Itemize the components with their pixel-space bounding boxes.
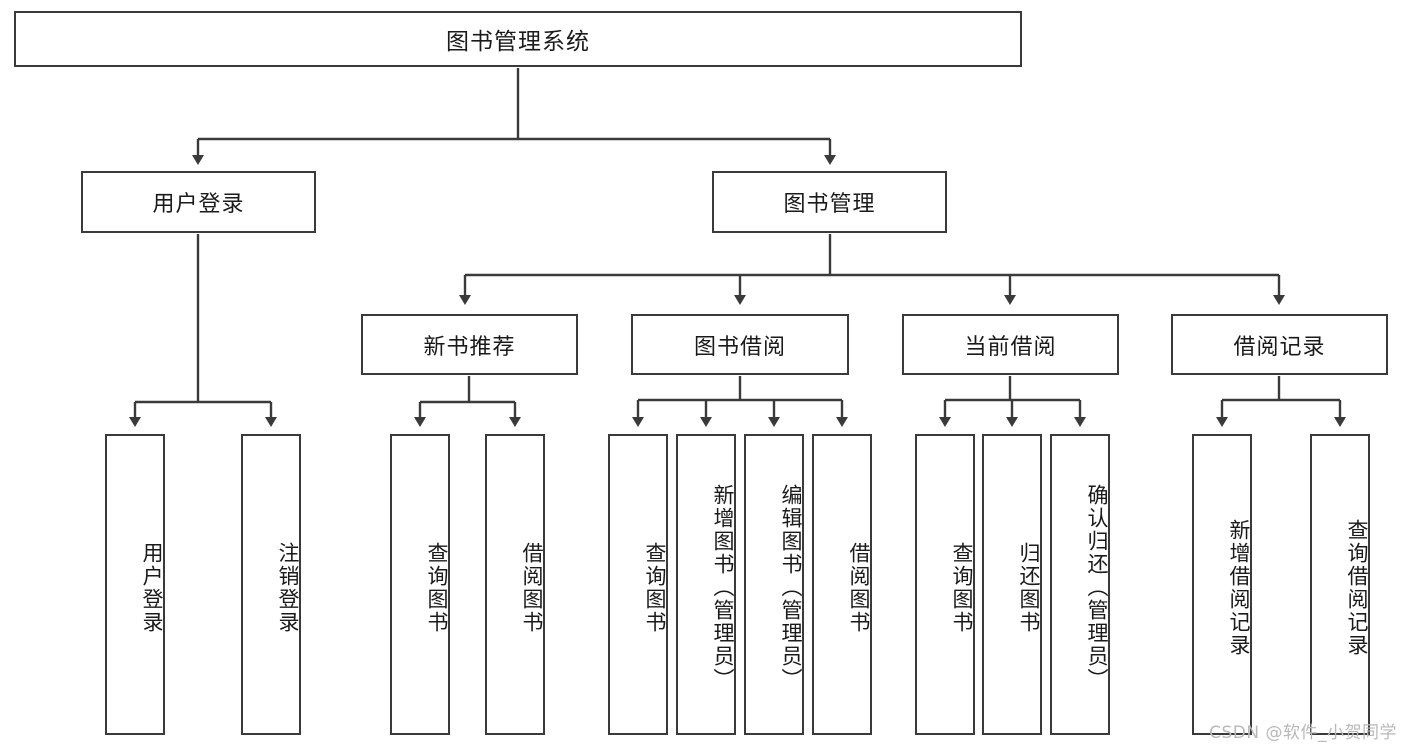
node-root-system[interactable]: 图书管理系统 — [14, 11, 1022, 67]
node-label: 借阅记录 — [1233, 334, 1326, 360]
node-book-management[interactable]: 图书管理 — [712, 171, 947, 233]
node-label: 借阅图书 — [520, 541, 544, 634]
leaf-borrow-query-book[interactable]: 查询图书 — [608, 434, 668, 735]
node-label: 归还图书 — [1017, 541, 1041, 634]
node-label: 图书管理系统 — [446, 29, 590, 55]
leaf-borrow-edit-book-admin[interactable]: 编辑图书（管理员） — [744, 434, 804, 735]
node-book-borrow[interactable]: 图书借阅 — [631, 314, 849, 375]
node-label: 当前借阅 — [964, 334, 1057, 360]
node-label: 注销登录 — [276, 541, 300, 634]
node-label: 查询图书 — [643, 541, 667, 634]
node-current-borrow[interactable]: 当前借阅 — [902, 314, 1119, 375]
node-borrow-record[interactable]: 借阅记录 — [1171, 314, 1388, 375]
node-label: 查询借阅记录 — [1345, 518, 1369, 657]
node-label: 新增借阅记录 — [1227, 518, 1251, 657]
node-label: 编辑图书（管理员） — [779, 484, 803, 691]
leaf-current-query-book[interactable]: 查询图书 — [915, 434, 975, 735]
node-label: 查询图书 — [950, 541, 974, 634]
leaf-current-return-book[interactable]: 归还图书 — [982, 434, 1042, 735]
leaf-current-confirm-return-admin[interactable]: 确认归还（管理员） — [1050, 434, 1110, 735]
csdn-watermark: CSDN @软件_小贺同学 — [1209, 723, 1397, 743]
node-label: 借阅图书 — [847, 541, 871, 634]
leaf-user-login-signin[interactable]: 用户登录 — [105, 434, 165, 735]
node-label: 确认归还（管理员） — [1085, 484, 1109, 691]
leaf-user-login-signout[interactable]: 注销登录 — [241, 434, 301, 735]
node-label: 用户登录 — [140, 541, 164, 634]
node-label: 图书借阅 — [693, 334, 786, 360]
leaf-recommend-borrow-book[interactable]: 借阅图书 — [485, 434, 545, 735]
node-new-book-recommend[interactable]: 新书推荐 — [361, 314, 578, 375]
node-label: 图书管理 — [783, 192, 876, 217]
node-label: 用户登录 — [152, 192, 245, 217]
leaf-record-add-record[interactable]: 新增借阅记录 — [1192, 434, 1252, 735]
leaf-record-query-record[interactable]: 查询借阅记录 — [1310, 434, 1370, 735]
node-label: 查询图书 — [425, 541, 449, 634]
node-user-login[interactable]: 用户登录 — [81, 171, 316, 233]
node-label: 新书推荐 — [423, 334, 516, 360]
leaf-recommend-query-book[interactable]: 查询图书 — [390, 434, 450, 735]
leaf-borrow-add-book-admin[interactable]: 新增图书（管理员） — [676, 434, 736, 735]
leaf-borrow-borrow-book[interactable]: 借阅图书 — [812, 434, 872, 735]
node-label: 新增图书（管理员） — [711, 484, 735, 691]
